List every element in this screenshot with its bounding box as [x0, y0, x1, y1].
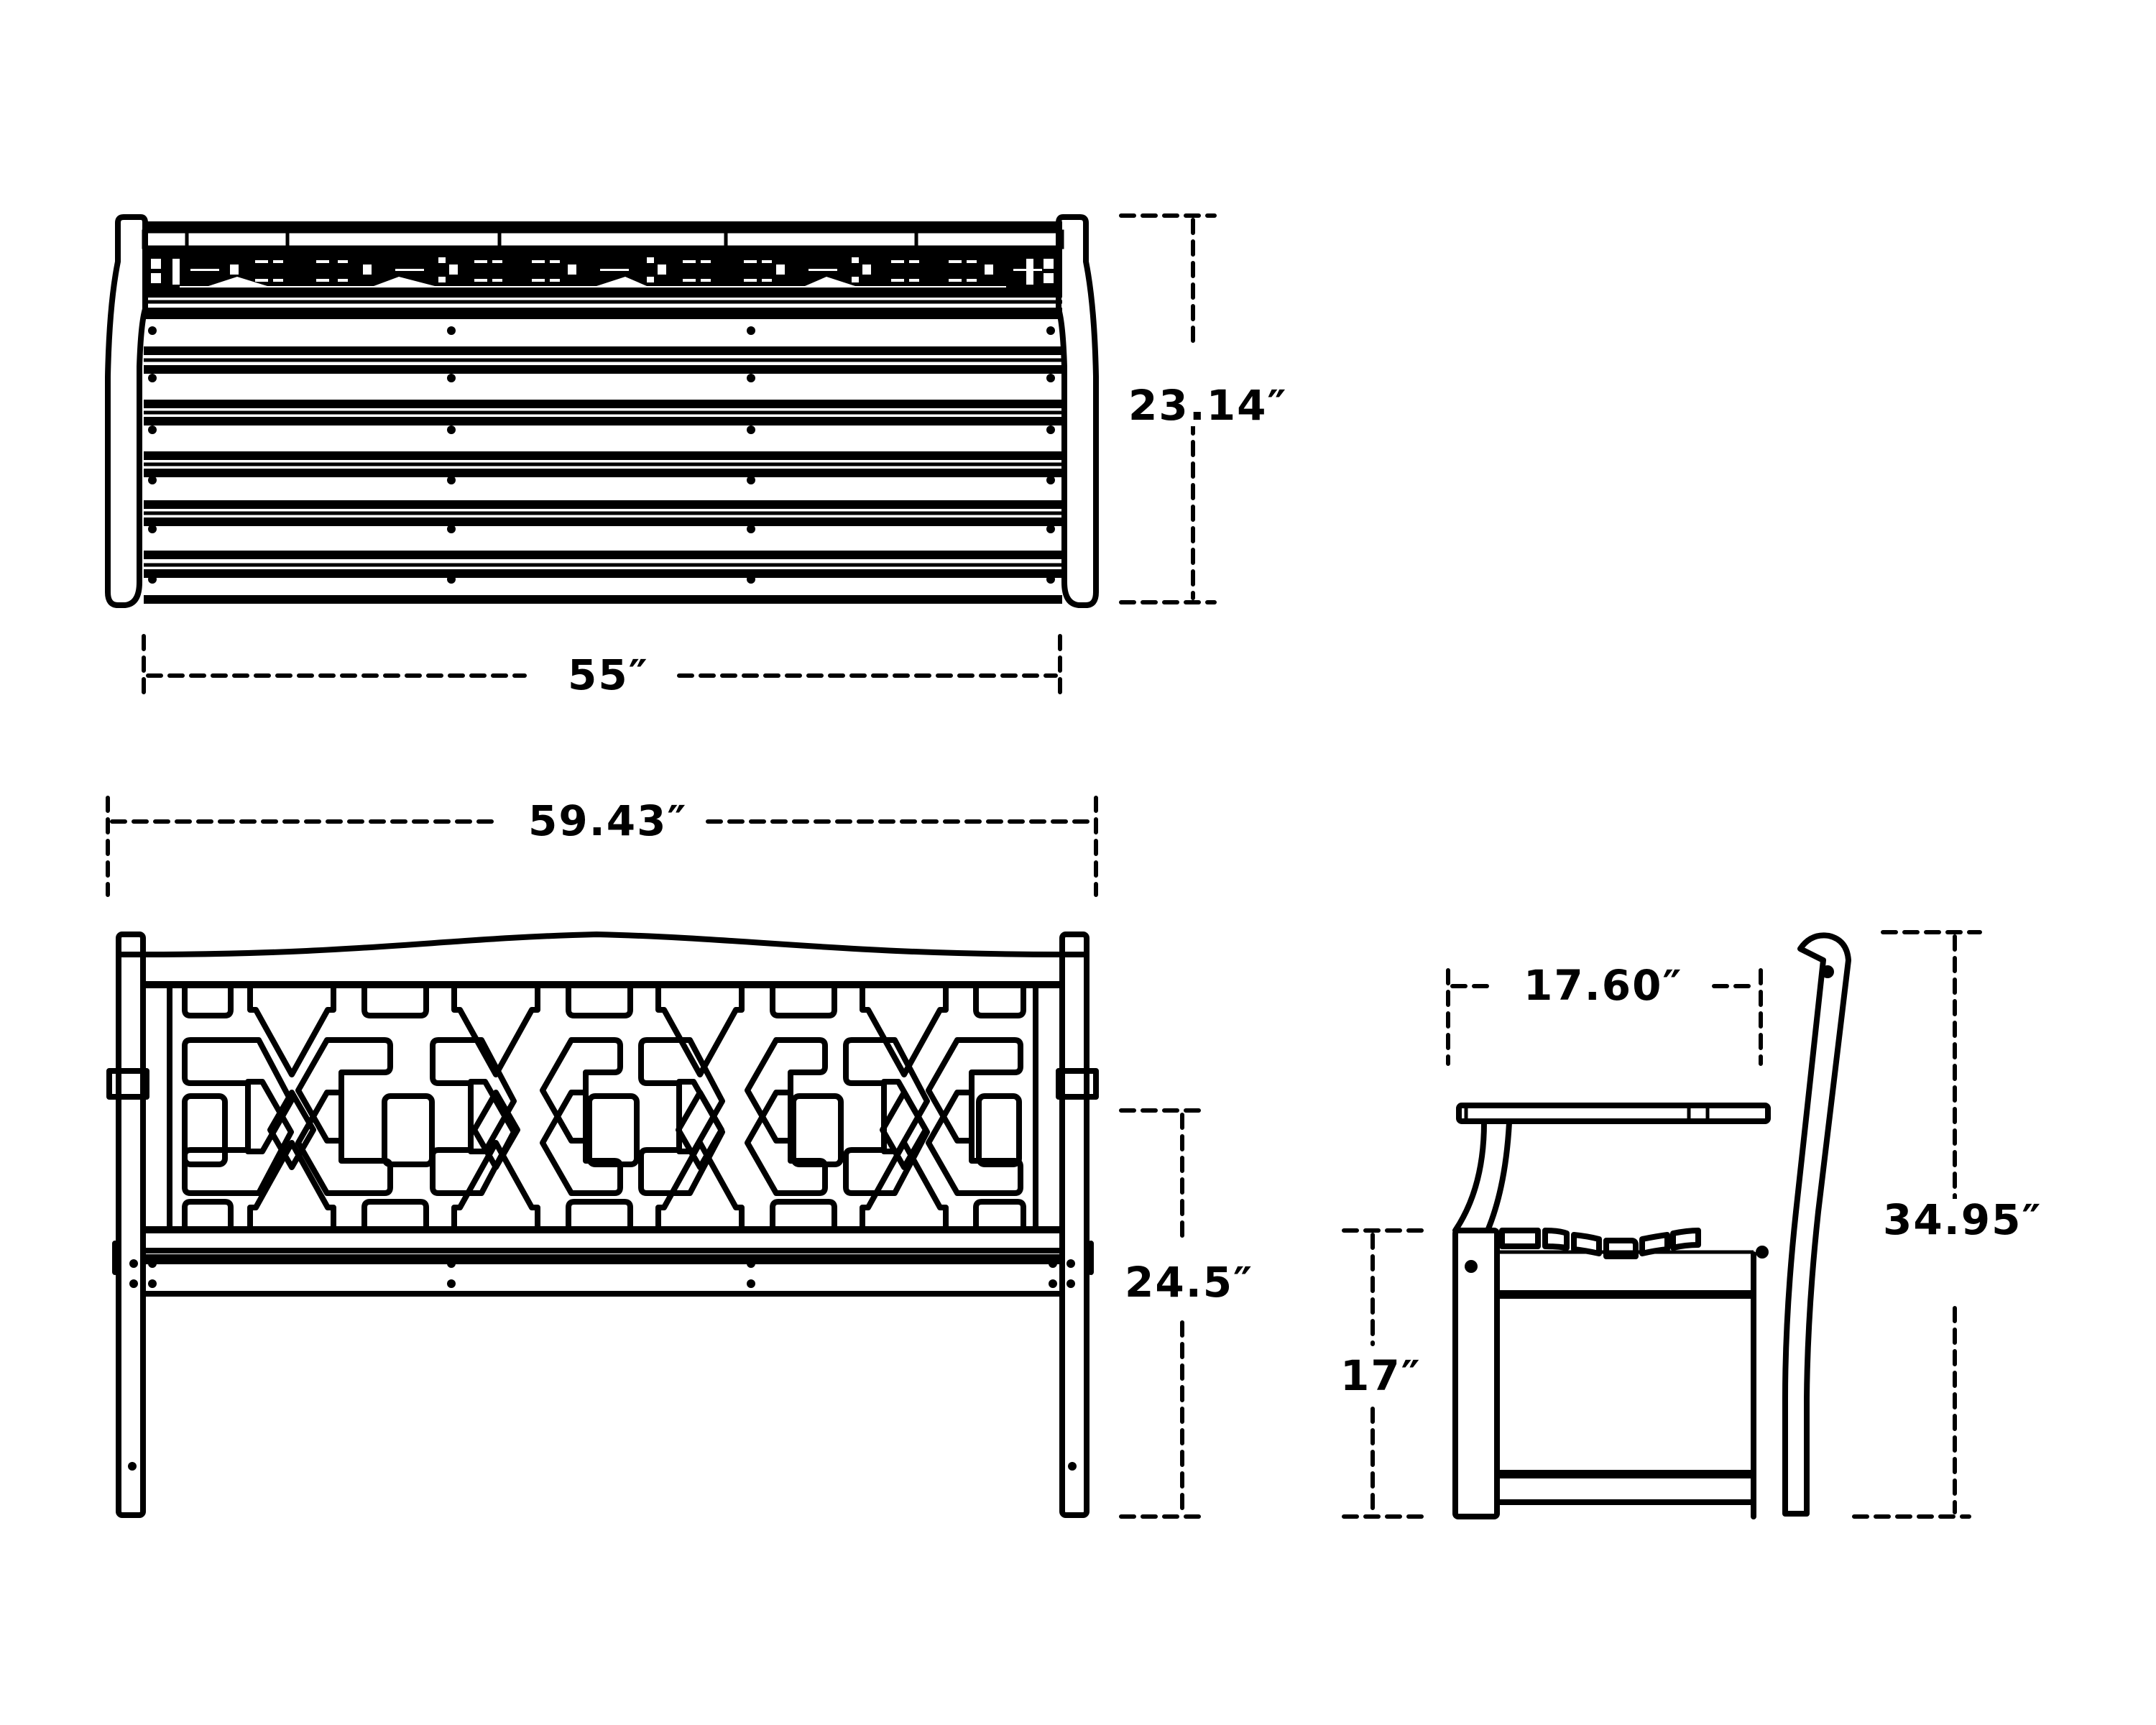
label-overall-width-59-43: 59.43″: [521, 800, 695, 842]
top-view-seat-slats: [144, 308, 1062, 604]
top-view-screws: [148, 326, 1055, 584]
label-seat-width-55: 55″: [561, 654, 656, 696]
label-arm-height-24-5: 24.5″: [1118, 1261, 1261, 1303]
dimension-arm-height-24-5: [1119, 1108, 1206, 1519]
side-front-leg: [1452, 1228, 1500, 1519]
top-view-right-arm: [1056, 214, 1099, 608]
front-right-post: [1059, 932, 1089, 1518]
front-left-post: [116, 932, 146, 1518]
dimension-overall-height-34-95: [1852, 930, 1982, 1519]
front-view: [106, 796, 1206, 1519]
label-depth-23-14: 23.14″: [1121, 385, 1295, 426]
dimension-overall-width-59-43: [106, 796, 1098, 897]
front-view-screws: [128, 1259, 1077, 1471]
front-lattice-panel: [167, 985, 1038, 1232]
label-overall-height-34-95: 34.95″: [1876, 1199, 2050, 1241]
side-view: [1342, 930, 1982, 1519]
dimension-seat-depth-17-60: [1446, 968, 1763, 1066]
dimension-depth-23-14: [1119, 213, 1217, 604]
side-back-post: [1782, 932, 1851, 1517]
top-view-left-arm: [105, 214, 148, 608]
dimension-seat-width-55: [142, 634, 1062, 703]
label-seat-depth-17-60: 17.60″: [1516, 965, 1690, 1006]
top-view: [105, 213, 1217, 703]
label-seat-height-17: 17″: [1333, 1355, 1429, 1397]
front-top-rail: [140, 932, 1065, 988]
side-armrest: [1456, 1103, 1771, 1124]
dimension-seat-height-17: [1342, 1228, 1429, 1519]
